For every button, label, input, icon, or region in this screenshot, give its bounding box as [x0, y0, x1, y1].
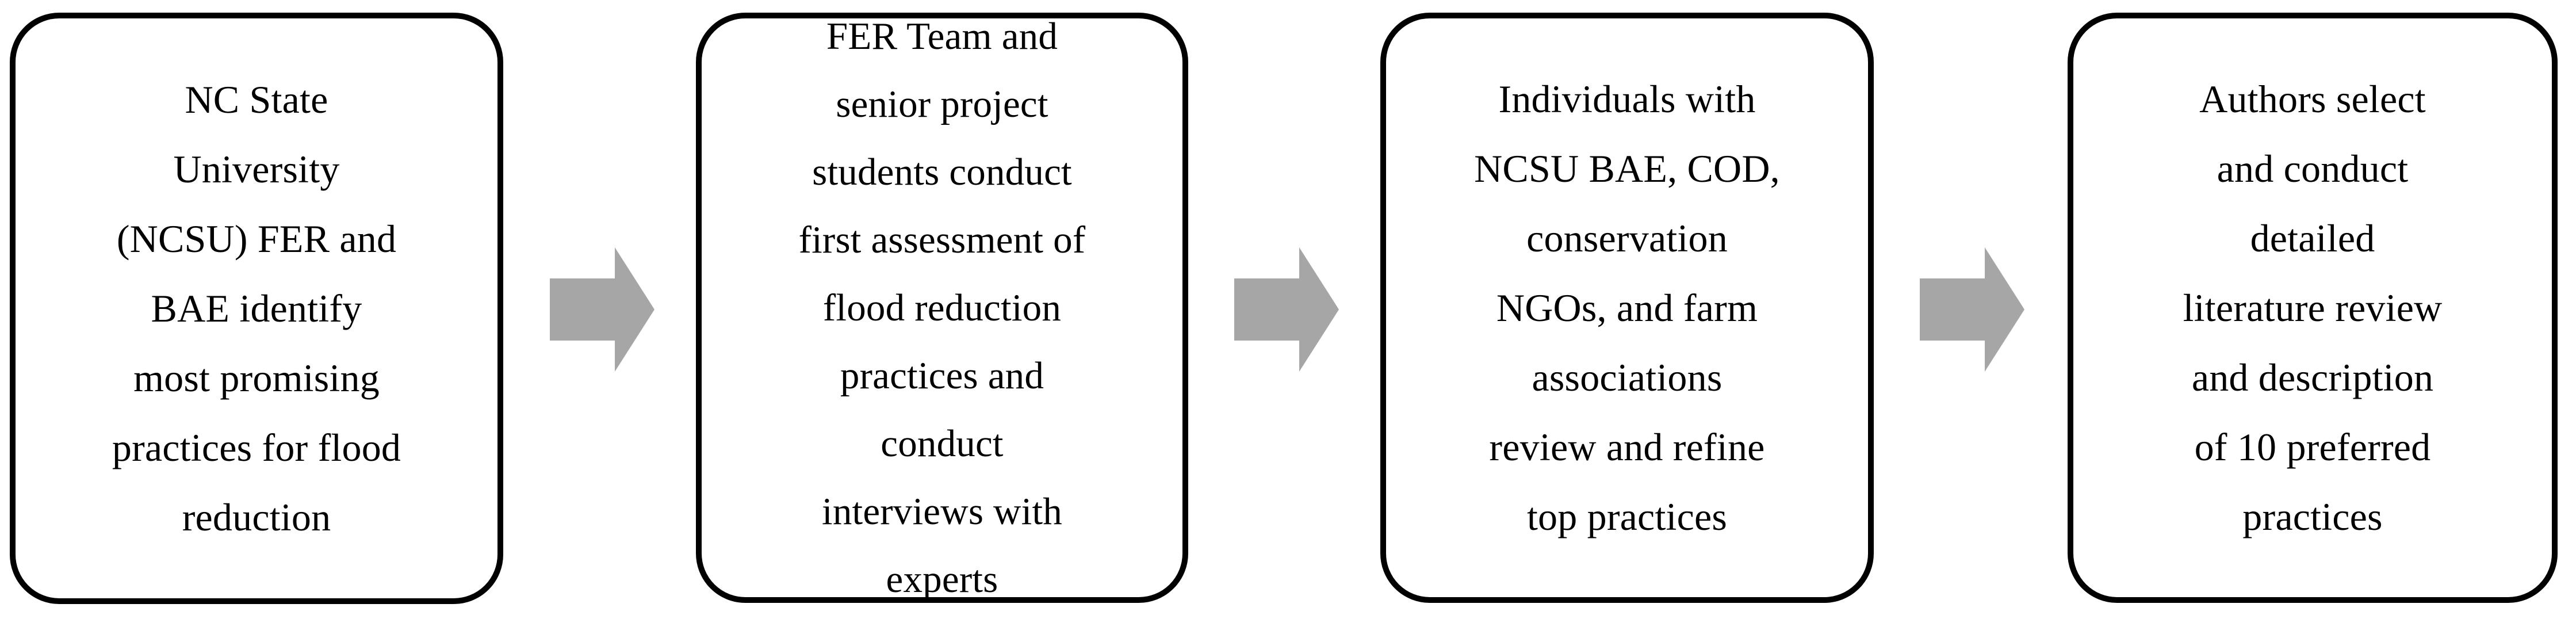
process-step-3-label: Individuals with NCSU BAE, COD, conserva… [1474, 77, 1780, 538]
process-step-2-box[interactable]: FER Team and senior project students con… [696, 13, 1188, 603]
process-step-2-label: FER Team and senior project students con… [798, 15, 1086, 601]
process-step-3-box[interactable]: Individuals with NCSU BAE, COD, conserva… [1380, 13, 1874, 603]
right-arrow-icon-1 [550, 247, 654, 372]
process-step-4-box[interactable]: Authors select and conduct detailed lite… [2068, 13, 2558, 603]
right-arrow-icon-2 [1234, 247, 1339, 372]
right-arrow-icon-3 [1920, 247, 2024, 372]
process-step-1-label: NC State University (NCSU) FER and BAE i… [112, 77, 401, 539]
process-step-4-label: Authors select and conduct detailed lite… [2183, 77, 2443, 538]
process-step-1-box[interactable]: NC State University (NCSU) FER and BAE i… [10, 13, 503, 604]
